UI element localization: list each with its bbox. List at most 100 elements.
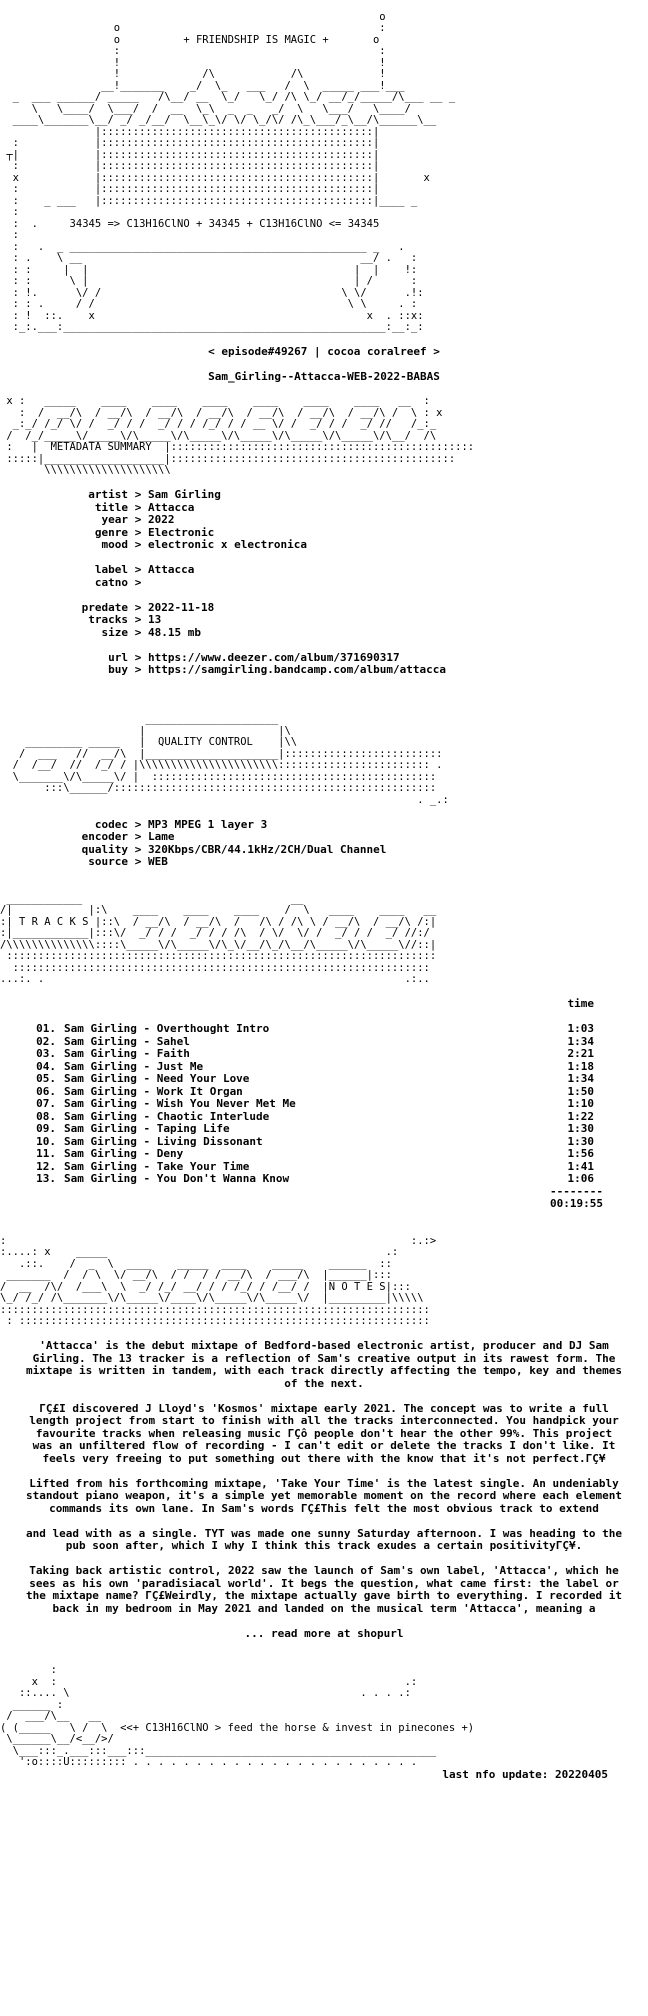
metadata-row: label>Attacca [0,563,648,577]
track-number: 09. [36,1122,56,1135]
quality-section-title: QUALITY CONTROL [158,736,253,748]
metadata-separator: > [134,613,142,626]
quality-separator: > [134,842,142,856]
track-number: 04. [36,1059,56,1073]
quality-row: codec > MP3 MPEG 1 layer 3 [0,817,648,832]
total-time: 00:19:55 [550,1197,603,1210]
track-time: 1:10 [567,1097,595,1110]
metadata-value: 2022-11-18 [148,600,215,614]
notes-section-title: N O T E S [328,1280,386,1293]
track-time: 1:50 [567,1084,595,1098]
track-number: 02. [36,1034,56,1048]
quality-key: codec [94,817,128,831]
tracklist-header: time [24,997,648,1011]
quality-key: encoder [81,830,128,843]
metadata-row: tracks>13 [0,613,648,627]
quality-key: source [88,855,128,868]
metadata-separator: > [134,500,142,514]
quality-row: quality>320Kbps/CBR/44.1kHz/2CH/Dual Cha… [0,842,648,857]
quality-value: 320Kbps/CBR/44.1kHz/2CH/Dual Channel [148,842,387,856]
metadata-value: Electronic [148,525,215,539]
track-row: 07. Sam Girling - Wish You Never Met Me 1:… [24,1097,648,1111]
track-title: Sam Girling - You Don't Wanna Know [64,1172,290,1185]
track-number: 07. [36,1097,56,1110]
last-update: last nfo update: 20220405 [442,1767,608,1781]
notes-paragraph: Lifted from his forthcoming mixtape, 'Ta… [25,1476,623,1515]
notes-paragraph: 'Attacca' is the debut mixtape of Bedfor… [25,1339,623,1390]
notes-banner-art: : :.:> :....: x _____ .: .::. / _ \ ____… [0,1234,437,1327]
track-time: 1:30 [567,1134,595,1148]
metadata-key: size [101,625,129,639]
metadata-key: year [101,513,129,526]
track-title: Sam Girling - Need Your Love [64,1072,250,1085]
bandcamp-buy-link[interactable]: https://samgirling.bandcamp.com/album/at… [148,663,447,676]
track-title: Sam Girling - Sahel [64,1034,190,1048]
quality-list: codec > MP3 MPEG 1 layer 3 encoder > Lame qu… [0,817,648,869]
track-number: 10. [36,1134,56,1148]
metadata-banner-art: x : _____ ____ ____ ____ ____ ____ ____ … [6,395,475,476]
read-more-link[interactable]: ... read more at shopurl [244,1626,404,1640]
deezer-url-link[interactable]: https://www.deezer.com/album/371690317 [148,650,400,664]
metadata-key: url [108,650,128,664]
metadata-key: label [94,563,128,576]
metadata-section-title: METADATA SUMMARY [50,441,152,453]
metadata-row-blank [0,589,648,602]
track-title: Sam Girling - Overthought Intro [64,1022,270,1035]
metadata-row-buy[interactable]: buy>https://samgirling.bandcamp.com/albu… [0,663,648,677]
metadata-value: electronic x electronica [148,538,307,551]
track-time: 1:03 [567,1022,595,1035]
metadata-separator: > [134,488,142,501]
track-number: 12. [36,1159,56,1173]
track-title: Sam Girling - Deny [64,1147,184,1160]
metadata-value: Sam Girling [148,488,221,501]
track-title: Sam Girling - Taping Life [64,1122,230,1135]
metadata-row: artist > Sam Girling [0,488,648,502]
header-tagline: + FRIENDSHIP IS MAGIC + [183,33,329,46]
quality-separator: > [134,855,142,868]
quality-value: Lame [148,830,175,843]
footer-slogan: <<+ C13H16ClNO > feed the horse & invest… [120,1721,475,1734]
release-name: Sam_Girling--Attacca-WEB-2022-BABAS [208,370,440,383]
track-number: 11. [36,1147,56,1160]
track-row: 09. Sam Girling - Taping Life 1:30 [24,1122,648,1136]
quality-row: encoder > Lame [0,830,648,844]
metadata-separator: > [134,513,142,526]
notes-paragraph: ΓÇ£I discovered J Lloyd's 'Kosmos' mixta… [29,1401,619,1465]
tracklist-time-header: time [567,997,595,1010]
metadata-key: genre [94,525,128,539]
track-number: 03. [36,1047,56,1060]
metadata-key: buy [108,663,128,676]
quality-separator: > [134,830,142,843]
track-time: 1:30 [567,1122,595,1135]
track-title: Sam Girling - Wish You Never Met Me [64,1097,296,1110]
quality-value: MP3 MPEG 1 layer 3 [148,817,268,831]
quality-separator: > [134,817,142,831]
quality-value: WEB [148,855,168,868]
metadata-row: title>Attacca [0,500,648,515]
metadata-separator: > [134,538,142,551]
notes-paragraph: and lead with as a single. TYT was made … [25,1526,623,1552]
tracks-banner-art: ____________ __ /| |:\ ____ ____ ____ / … [0,892,437,985]
metadata-key: mood [101,538,129,551]
metadata-separator: > [134,575,142,589]
footer-update-row: last nfo update: 20220405 [0,1767,648,1782]
metadata-row-blank [0,639,648,652]
metadata-key: artist [88,488,128,501]
metadata-row: year>2022 [0,513,648,527]
track-title: Sam Girling - Chaotic Interlude [64,1109,270,1123]
tracks-section-title: T R A C K S [18,915,89,928]
metadata-row: catno> [0,575,648,590]
notes-paragraph: Taking back artistic control, 2022 saw t… [25,1564,623,1615]
metadata-row-url[interactable]: url>https://www.deezer.com/album/3716903… [0,650,648,665]
notes-body: 'Attacca' is the debut mixtape of Bedfor… [0,1339,648,1640]
track-title: Sam Girling - Faith [64,1047,190,1060]
track-number: 05. [36,1072,56,1085]
footer-art: : x : .: ::.... \ . . . .: [0,1664,475,1768]
metadata-value: 48.15 mb [148,625,201,639]
episode-line: < episode#49267 | cocoa coralreef > [208,345,440,358]
